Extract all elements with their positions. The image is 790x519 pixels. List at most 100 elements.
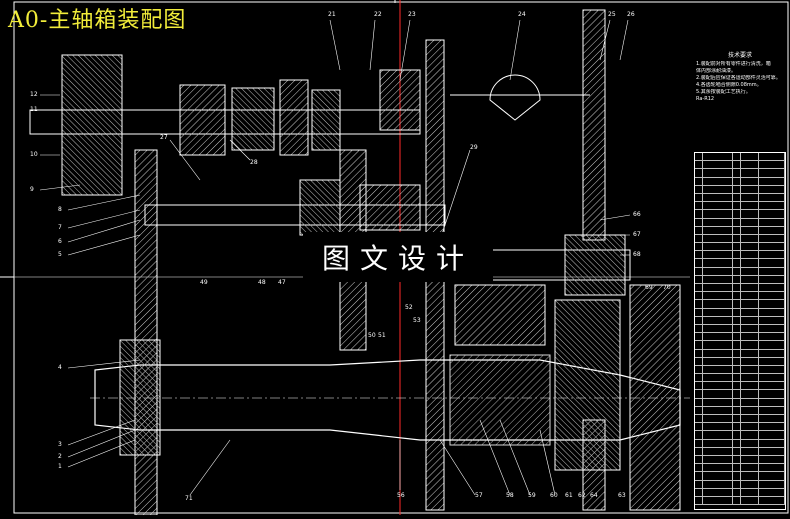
right-gear-pack <box>454 284 546 346</box>
parts-list-cell <box>741 464 759 472</box>
parts-list-cell <box>695 308 703 316</box>
parts-list-cell <box>703 464 733 472</box>
parts-list-cell <box>741 259 759 267</box>
balloon-label: 47 <box>278 279 286 286</box>
parts-list-cell <box>759 316 785 324</box>
parts-list-row <box>695 447 785 456</box>
parts-list-cell <box>759 333 785 341</box>
parts-list-cell <box>741 333 759 341</box>
parts-list-cell <box>733 455 741 464</box>
parts-list-row <box>695 316 785 325</box>
tech-line: 5.其余按装配工艺执行。 <box>696 89 751 95</box>
parts-list-cell <box>695 349 703 357</box>
gear-block-2 <box>311 89 341 151</box>
parts-list-cell <box>733 406 741 414</box>
leader-lines <box>39 19 631 496</box>
parts-list-cell <box>703 292 733 300</box>
parts-list-cell <box>733 357 741 365</box>
parts-list-cell <box>695 193 703 202</box>
parts-list-cell <box>759 496 785 505</box>
parts-list-cell <box>741 415 759 423</box>
parts-list-cell <box>695 275 703 283</box>
parts-list-cell <box>741 234 759 243</box>
parts-list-cell <box>759 251 785 259</box>
parts-list-cell <box>695 472 703 480</box>
parts-list-cell <box>703 300 733 308</box>
parts-list-cell <box>741 308 759 316</box>
balloon-label: 60 <box>550 492 558 499</box>
parts-list-cell <box>759 382 785 390</box>
parts-list-cell <box>733 365 741 374</box>
parts-list-cell <box>695 169 703 177</box>
parts-list-cell <box>733 447 741 455</box>
balloon-label: 66 <box>633 211 641 218</box>
parts-list-cell <box>733 161 741 169</box>
parts-list-cell <box>733 226 741 234</box>
parts-list-cell <box>741 316 759 324</box>
tech-line: 2.装配后应保证各运动部件灵活可靠。 <box>696 75 781 81</box>
parts-list-cell <box>733 259 741 267</box>
parts-list-cell <box>759 275 785 283</box>
parts-list-cell <box>733 423 741 431</box>
balloon-label: 3 <box>58 441 62 448</box>
tech-line: 1.装配前对所有零件进行清洗，箱 <box>696 61 771 67</box>
parts-list-cell <box>733 324 741 333</box>
parts-list-cell <box>703 153 733 161</box>
parts-list-row <box>695 382 785 391</box>
parts-list-row <box>695 488 785 497</box>
balloon-label: 63 <box>618 492 626 499</box>
parts-list-cell <box>733 382 741 390</box>
parts-list-row <box>695 193 785 203</box>
parts-list-cell <box>741 496 759 505</box>
balloon-label: 56 <box>397 492 405 499</box>
parts-list-cell <box>741 480 759 488</box>
parts-list-cell <box>733 300 741 308</box>
parts-list-cell <box>703 161 733 169</box>
parts-list-cell <box>695 406 703 414</box>
balloon-label: 57 <box>475 492 483 499</box>
parts-list-cell <box>733 292 741 300</box>
parts-list-cell <box>741 161 759 169</box>
parts-list-cell <box>733 243 741 251</box>
parts-list-cell <box>703 415 733 423</box>
parts-list-cell <box>733 341 741 349</box>
tech-line: 体内部涂耐油漆。 <box>696 68 737 74</box>
clutch-plates <box>231 87 275 151</box>
parts-list-cell <box>741 218 759 226</box>
parts-list-cell <box>759 464 785 472</box>
balloon-label: 71 <box>185 495 193 502</box>
parts-list-cell <box>759 153 785 161</box>
parts-list-cell <box>733 169 741 177</box>
parts-list-cell <box>695 210 703 218</box>
parts-list-cell <box>759 284 785 292</box>
drawing-title: A0-主轴箱装配图 <box>8 8 187 33</box>
parts-list-cell <box>741 455 759 464</box>
parts-list-cell <box>695 365 703 374</box>
parts-list-cell <box>759 300 785 308</box>
parts-list-cell <box>759 431 785 439</box>
parts-list-cell <box>695 161 703 169</box>
technical-requirements-heading: 技术要求 <box>727 52 752 59</box>
parts-list-cell <box>733 431 741 439</box>
parts-list-cell <box>695 226 703 234</box>
parts-list-cell <box>703 488 733 496</box>
parts-list-cell <box>741 357 759 365</box>
parts-list-cell <box>759 423 785 431</box>
parts-list-cell <box>703 193 733 202</box>
parts-list-cell <box>733 398 741 406</box>
parts-list-cell <box>741 275 759 283</box>
parts-list-row <box>695 243 785 252</box>
parts-list-cell <box>759 243 785 251</box>
drawing-border <box>13 1 789 514</box>
parts-list-cell <box>703 423 733 431</box>
front-bearing <box>554 299 621 471</box>
parts-list-cell <box>741 472 759 480</box>
parts-list-cell <box>741 292 759 300</box>
parts-list-cell <box>695 267 703 275</box>
parts-list-cell <box>733 488 741 496</box>
parts-list-cell <box>695 488 703 496</box>
parts-list-cell <box>695 153 703 161</box>
balloon-label: 64 <box>590 492 598 499</box>
parts-list-cell <box>733 218 741 226</box>
parts-list-cell <box>759 259 785 267</box>
